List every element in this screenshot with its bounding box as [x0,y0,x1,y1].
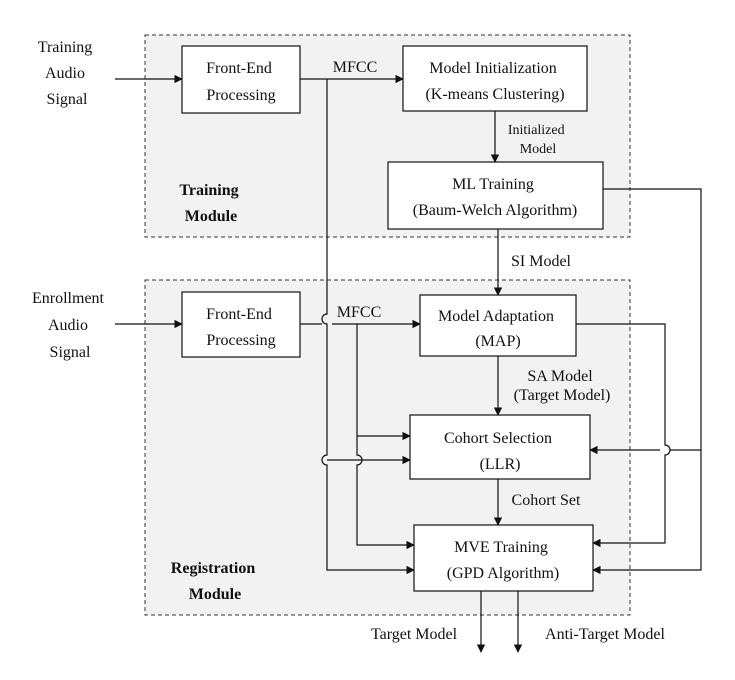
svg-text:ML Training (Baum-Welch: ML Training (Baum-Welch Algorithm) [413,176,577,219]
edge-mfcc2-bus [356,324,415,550]
edge-si-to-mve [592,188,702,575]
enrollment-audio-signal-label: Enrollment Audio Signal [32,290,108,361]
label-target-model: Target Model [371,626,458,643]
edge-mfcc1-bus [321,79,415,575]
svg-text:MVE Training (GPD Algori: MVE Training (GPD Algorithm) [447,539,559,582]
svg-text:Front-End Processing: Front-End Processing [206,60,276,104]
svg-text:Model Adaptation (MAP): Model Adaptation (MAP) [438,308,558,350]
mve-training-box: MVE Training (GPD Algorithm) [413,524,594,592]
label-mfcc-1: MFCC [333,59,377,76]
model-adaptation-box: Model Adaptation (MAP) [419,294,577,357]
svg-text:Model Initialization (K-: Model Initialization (K-means Clustering… [425,60,564,103]
edge-sa-to-mve [576,323,671,548]
svg-text:Front-End Processing: Front-End Processing [206,306,276,349]
label-initialized-model: Initialized Model [508,123,568,157]
training-audio-signal-label: Training Audio Signal [38,39,97,108]
registration-module-title: Registration Module [171,560,259,603]
front-end-processing-box-2: Front-End Processing [181,291,301,358]
label-cohort-set: Cohort Set [512,492,581,509]
label-sa-model: SA Model (Target Model) [514,368,611,404]
svg-text:Cohort Selection (LLR): Cohort Selection (LLR) [444,430,556,473]
label-si-model: SI Model [511,253,572,270]
label-mfcc-2: MFCC [337,304,381,321]
cohort-selection-box: Cohort Selection (LLR) [409,414,591,480]
ml-training-box: ML Training (Baum-Welch Algorithm) [387,161,604,230]
training-module-title: Training Module [179,182,242,225]
label-anti-target-model: Anti-Target Model [545,626,665,643]
model-initialization-box: Model Initialization (K-means Clustering… [402,45,588,112]
front-end-processing-box-1: Front-End Processing [181,45,301,114]
